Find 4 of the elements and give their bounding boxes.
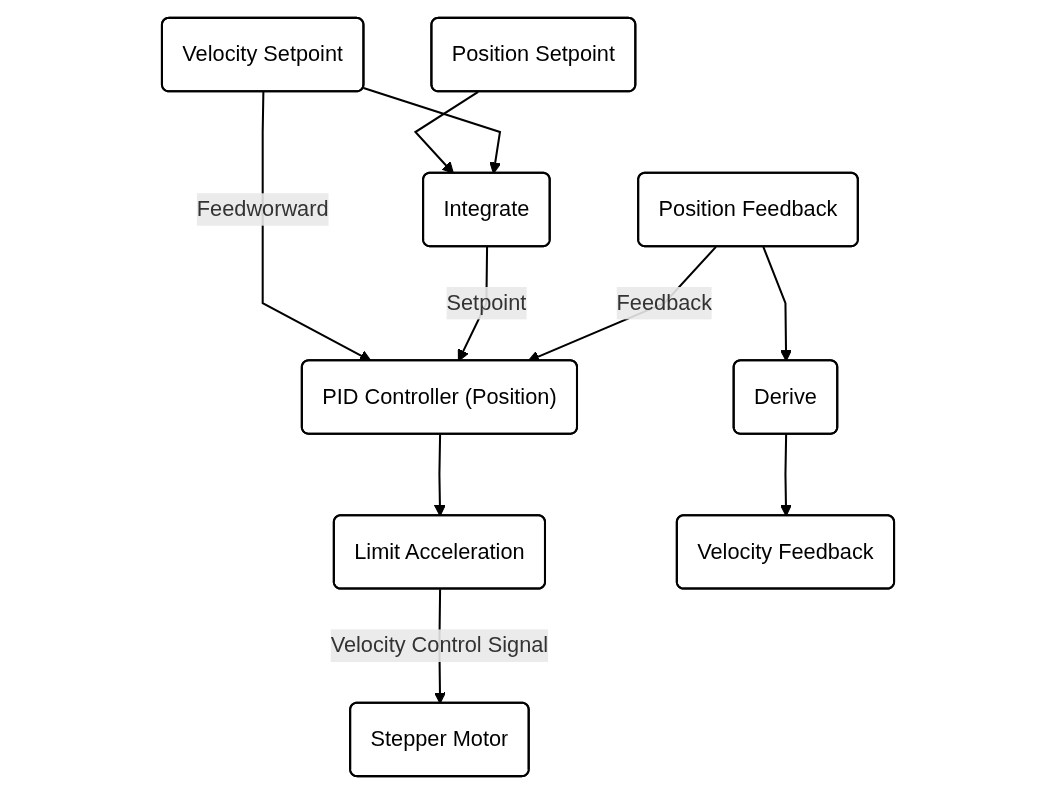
edge-label: Setpoint [446, 291, 527, 315]
edge-label: Feedback [616, 291, 713, 315]
edge-label: Feedworward [196, 197, 329, 221]
edge-label: Velocity Control Signal [330, 633, 549, 657]
